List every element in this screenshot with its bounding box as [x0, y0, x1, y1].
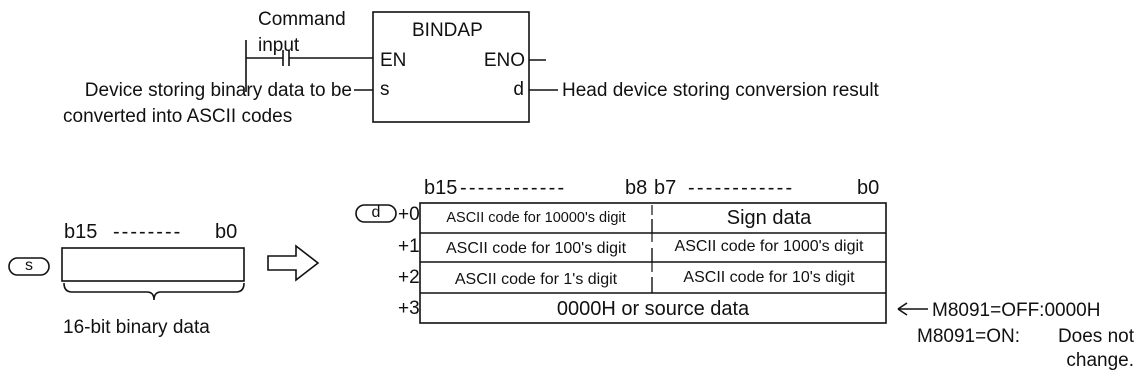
dest-operand-label: d — [371, 204, 381, 221]
result-bit-b15: b15 — [424, 177, 458, 199]
source-operand-capsule — [8, 257, 50, 276]
cell-0-low: Sign data — [726, 207, 812, 229]
source-description-2: converted into ASCII codes — [63, 106, 293, 127]
row-offset-1: +1 — [398, 236, 420, 257]
pin-s: s — [380, 79, 390, 100]
source-brace — [63, 282, 245, 301]
row-offset-3: +3 — [398, 298, 420, 319]
note-m8091-on-cont-2: change. — [1066, 350, 1134, 371]
cell-0-high: ASCII code for 10000's digit — [446, 210, 626, 226]
result-bit-b7: b7 — [654, 177, 677, 199]
result-table — [419, 202, 887, 324]
row-offset-0: +0 — [398, 204, 420, 225]
cell-2-low: ASCII code for 10's digit — [683, 269, 855, 286]
result-bit-b0: b0 — [857, 177, 880, 199]
source-bit-dashes: -------- — [113, 221, 183, 243]
cell-3-full: 0000H or source data — [556, 298, 750, 320]
result-dashes-low: ------------ — [688, 177, 795, 199]
source-register-box — [61, 247, 245, 282]
note-m8091-off: M8091=OFF:0000H — [932, 300, 1101, 321]
source-description-1: Device storing binary data to be — [84, 80, 352, 101]
result-dashes-high: ------------ — [460, 177, 567, 199]
pin-en: EN — [380, 50, 407, 71]
command-input-label-1: Command — [258, 9, 346, 30]
note-m8091-on: M8091=ON: — [917, 326, 1020, 347]
row-offset-2: +2 — [398, 267, 420, 288]
source-bit-high: b15 — [64, 221, 98, 243]
cell-1-low: ASCII code for 1000's digit — [674, 238, 864, 255]
command-input-label-2: input — [258, 35, 300, 56]
instruction-name: BINDAP — [412, 20, 483, 41]
destination-description: Head device storing conversion result — [562, 80, 879, 101]
cell-2-high: ASCII code for 1's digit — [454, 271, 618, 288]
hollow-arrow — [267, 244, 320, 282]
result-bit-b8: b8 — [625, 177, 648, 199]
source-caption: 16-bit binary data — [63, 317, 210, 338]
dest-operand-capsule — [355, 204, 397, 223]
pin-d: d — [513, 79, 524, 100]
source-bit-low: b0 — [215, 221, 238, 243]
source-operand-label: s — [25, 257, 33, 274]
note-arrow-head — [897, 302, 908, 316]
pin-eno: ENO — [483, 50, 525, 71]
note-m8091-on-cont-1: Does not — [1057, 326, 1134, 347]
cell-1-high: ASCII code for 100's digit — [445, 240, 627, 257]
function-block — [372, 11, 530, 123]
